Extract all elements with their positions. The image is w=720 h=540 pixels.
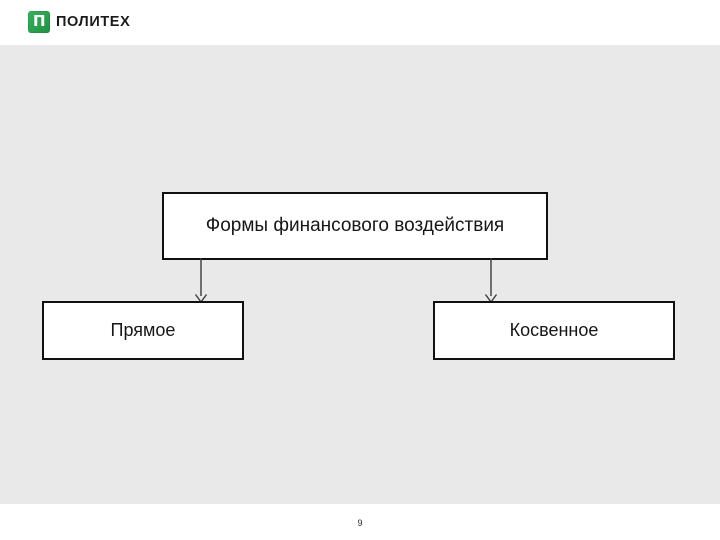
diagram-node-indirect-label: Косвенное xyxy=(509,320,599,340)
brand-name-label: ПОЛИТЕХ xyxy=(56,14,131,30)
slide-body xyxy=(0,45,720,504)
diagram-node-root: Формы финансового воздействия xyxy=(162,192,548,260)
diagram-node-direct-label: Прямое xyxy=(110,320,176,340)
diagram-node-indirect: Косвенное xyxy=(433,301,675,360)
connector-root-to-right xyxy=(484,258,498,304)
page-number: 9 xyxy=(357,518,363,528)
politech-pi-glyph: П xyxy=(32,11,46,30)
slide-footer: 9 xyxy=(0,504,720,540)
brand-logo: П ПОЛИТЕХ xyxy=(28,10,130,34)
diagram-node-direct: Прямое xyxy=(42,301,244,360)
diagram-node-root-label: Формы финансового воздействия xyxy=(205,215,505,236)
connector-root-to-left xyxy=(194,258,208,304)
slide-header: П ПОЛИТЕХ xyxy=(0,0,720,45)
politech-pi-logo-icon: П xyxy=(28,11,50,33)
